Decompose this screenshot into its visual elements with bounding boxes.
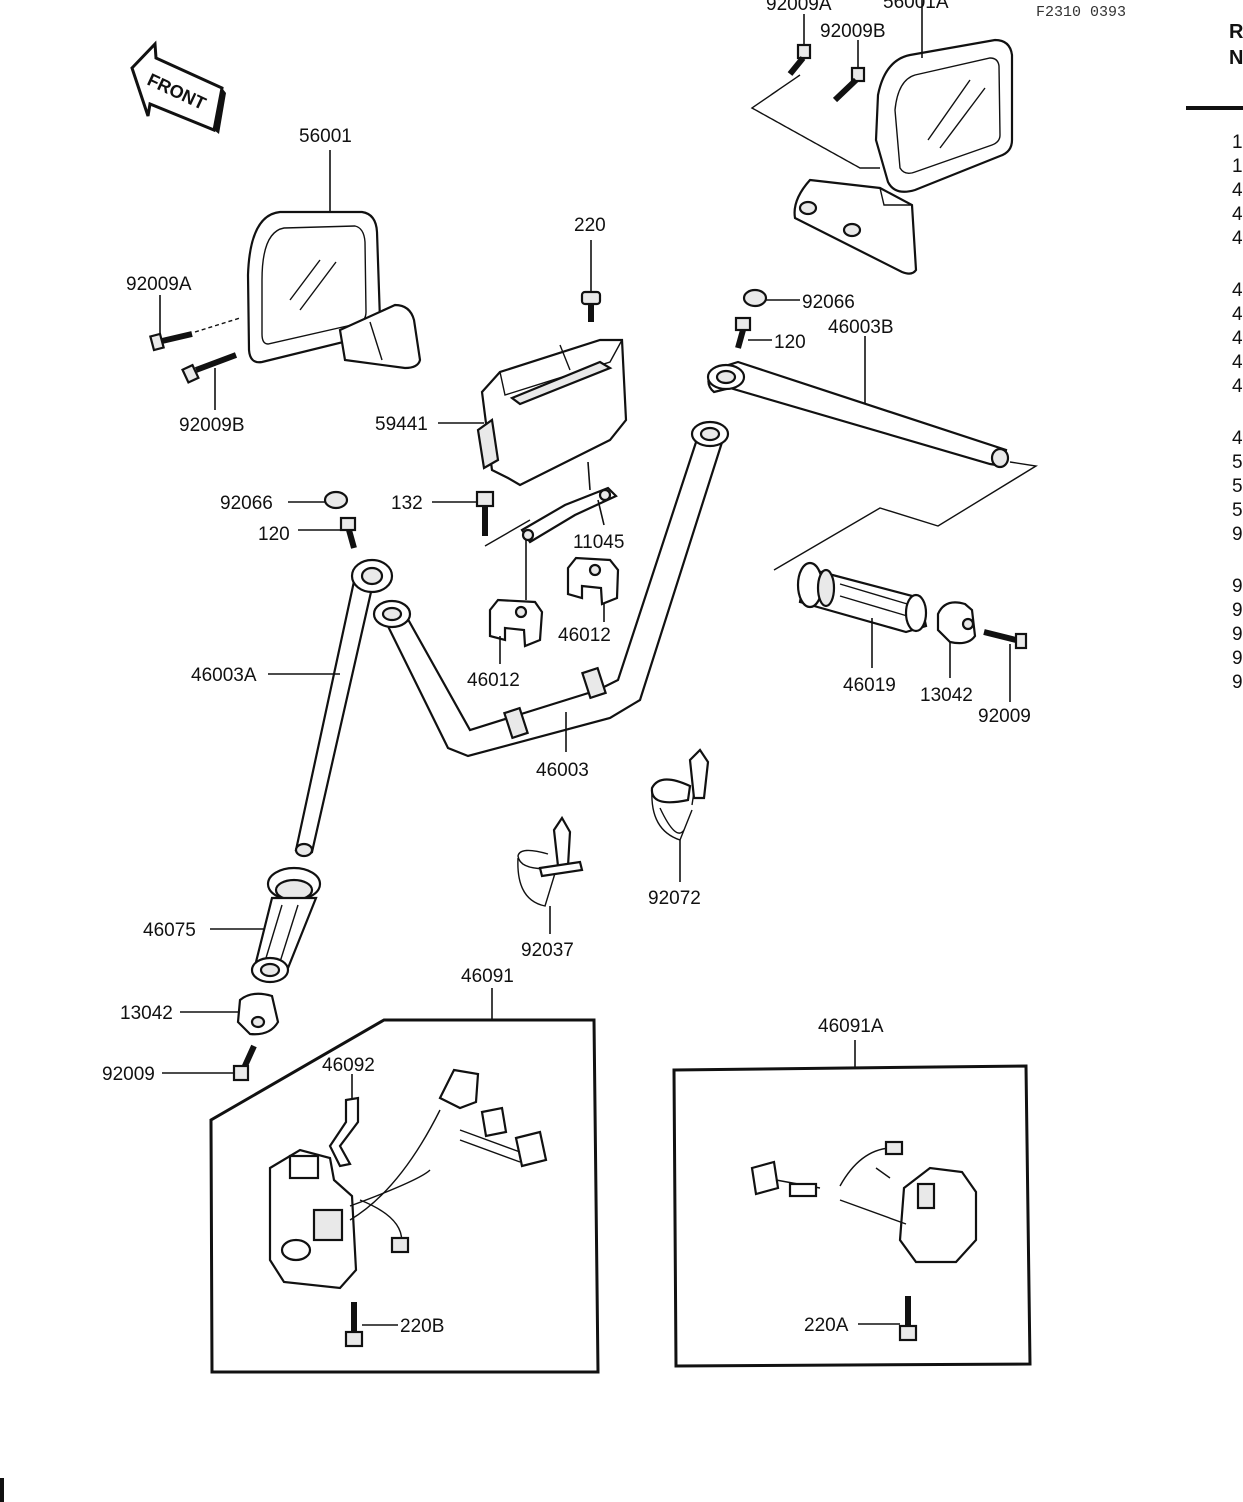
label-46003A: 46003A [191, 665, 257, 686]
bolt-132 [475, 490, 495, 536]
leader-11045 [597, 499, 605, 526]
leader-11045-a [587, 461, 591, 491]
label-92066-right: 92066 [802, 292, 855, 313]
label-120-left: 120 [258, 524, 290, 545]
label-56001A: 56001A [883, 0, 949, 13]
column-row: 5 [1232, 452, 1243, 473]
label-92037: 92037 [521, 940, 574, 961]
label-92009B-right: 92009B [820, 21, 886, 42]
grip-46075 [250, 866, 322, 984]
column-row: 5 [1232, 476, 1243, 497]
bolt-92009-left [232, 1044, 257, 1082]
handlebar-46003A [294, 558, 394, 858]
screw-220B [344, 1302, 364, 1348]
label-120-right: 120 [774, 332, 806, 353]
label-13042-right: 13042 [920, 685, 973, 706]
label-92066-left: 92066 [220, 493, 273, 514]
column-row: 9 [1232, 624, 1243, 645]
screw-220A [898, 1296, 918, 1342]
right-switch-assembly [750, 1140, 978, 1264]
label-46003B: 46003B [828, 317, 894, 338]
cut-off-reference-column: R N 1 1 4 4 4 4 4 4 4 4 4 5 5 5 9 9 9 9 9 9 [1186, 21, 1243, 693]
column-row: 4 [1232, 352, 1243, 373]
label-46092: 46092 [322, 1055, 375, 1076]
label-59441: 59441 [375, 414, 428, 435]
dash-right-mirror [750, 74, 880, 169]
bolt-120-left [339, 516, 357, 549]
end-weight-13042-right [936, 601, 977, 645]
column-header-top: R [1229, 21, 1243, 43]
bolt-92009A-left [149, 317, 241, 352]
cable-tie-92037 [517, 815, 584, 907]
label-92009A-right: 92009A [766, 0, 832, 15]
label-92009A-left: 92009A [126, 274, 192, 295]
label-13042-left: 13042 [120, 1003, 173, 1024]
right-mirror [793, 38, 1014, 275]
bolt-220 [580, 290, 602, 322]
label-220: 220 [574, 215, 606, 236]
bolt-92009-right [983, 629, 1028, 650]
holder-46012-a [488, 598, 544, 648]
bracket-11045 [520, 486, 618, 544]
bolt-120-right [734, 316, 752, 349]
end-weight-13042-left [236, 992, 280, 1036]
column-row: 4 [1232, 304, 1243, 325]
label-46091: 46091 [461, 966, 514, 987]
column-row: 1 [1232, 132, 1243, 153]
column-header-bottom: N [1229, 47, 1243, 69]
dash-132 [484, 519, 531, 547]
column-row: 4 [1232, 228, 1243, 249]
label-56001: 56001 [299, 126, 352, 147]
label-46075: 46075 [143, 920, 196, 941]
column-row: 4 [1232, 328, 1243, 349]
label-132: 132 [391, 493, 423, 514]
label-92009-right: 92009 [978, 706, 1031, 727]
cap-92066-right [742, 288, 768, 308]
label-46091A: 46091A [818, 1016, 884, 1037]
label-46019: 46019 [843, 675, 896, 696]
label-46012-b: 46012 [558, 625, 611, 646]
left-mirror [246, 210, 422, 370]
front-direction-arrow-icon: FRONT [130, 40, 226, 134]
column-row: 9 [1232, 672, 1243, 693]
column-row: 4 [1232, 428, 1243, 449]
column-row: 9 [1232, 648, 1243, 669]
column-rows: 1 1 4 4 4 4 4 4 4 4 4 5 5 5 9 9 9 9 9 9 [1232, 132, 1243, 693]
column-row: 9 [1232, 600, 1243, 621]
column-row: 4 [1232, 376, 1243, 397]
grip-46019 [796, 561, 928, 634]
column-row: 4 [1232, 204, 1243, 225]
label-220B: 220B [400, 1316, 444, 1337]
label-46012-a: 46012 [467, 670, 520, 691]
label-92072: 92072 [648, 888, 701, 909]
column-row: 9 [1232, 524, 1243, 545]
diagram-code: F2310 0393 [1036, 4, 1126, 21]
dash-46003B [773, 461, 1038, 571]
label-46003: 46003 [536, 760, 589, 781]
column-row: 4 [1232, 180, 1243, 201]
label-92009-left: 92009 [102, 1064, 155, 1085]
label-92009B-left: 92009B [179, 415, 245, 436]
switch-box-46091 [209, 1018, 600, 1374]
bolt-92009A-right [787, 43, 812, 76]
label-220A: 220A [804, 1315, 849, 1336]
column-row: 5 [1232, 500, 1243, 521]
cover-59441 [476, 338, 628, 487]
holder-46012-b [566, 556, 620, 606]
cap-92066-left [323, 490, 349, 510]
column-row: 1 [1232, 156, 1243, 177]
handlebar-46003B [706, 360, 1010, 469]
bolt-92009B-right [832, 66, 866, 103]
column-row: 9 [1232, 576, 1243, 597]
bolt-92009B-left [181, 352, 238, 384]
cable-tie-92072 [650, 748, 710, 841]
left-switch-assembly [268, 1068, 548, 1290]
handlebar-46003 [372, 420, 730, 758]
column-row: 4 [1232, 280, 1243, 301]
switch-box-46091A [672, 1064, 1032, 1368]
label-11045: 11045 [573, 532, 624, 553]
